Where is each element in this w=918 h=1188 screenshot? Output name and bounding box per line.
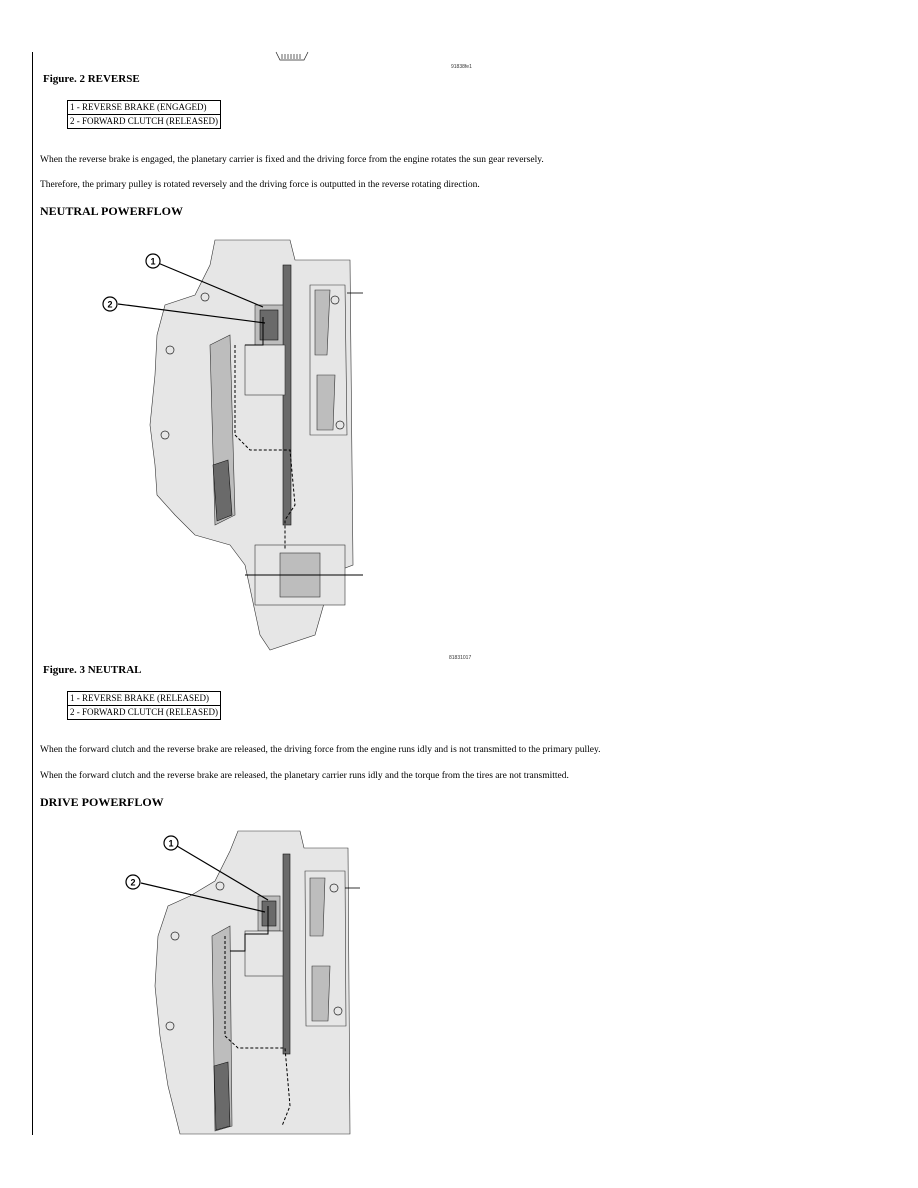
neutral-paragraph-1: When the forward clutch and the reverse … xyxy=(40,745,601,755)
figure2-legend-item-1: 1 - REVERSE BRAKE (ENGAGED) xyxy=(67,100,221,115)
neutral-callout-2: 2 xyxy=(107,300,112,310)
neutral-heading: NEUTRAL POWERFLOW xyxy=(40,204,184,218)
neutral-callout-1: 1 xyxy=(150,257,155,267)
drive-heading: DRIVE POWERFLOW xyxy=(40,795,164,809)
drive-powerflow-diagram: 1 2 xyxy=(125,830,360,1135)
drive-callout-2: 2 xyxy=(130,878,135,888)
reverse-paragraph-2: Therefore, the primary pulley is rotated… xyxy=(40,180,480,190)
neutral-image-code: 81831017 xyxy=(449,655,472,661)
neutral-powerflow-diagram: 1 2 xyxy=(102,239,363,651)
neutral-paragraph-2: When the forward clutch and the reverse … xyxy=(40,771,569,781)
figure2-image-code: 91838fe1 xyxy=(451,64,472,70)
neutral-figure-title: Figure. 3 NEUTRAL xyxy=(43,664,142,676)
drive-callout-1: 1 xyxy=(168,839,173,849)
figure2-legend-item-2: 2 - FORWARD CLUTCH (RELEASED) xyxy=(67,114,221,129)
neutral-legend-item-2: 2 - FORWARD CLUTCH (RELEASED) xyxy=(67,705,221,720)
figure2-image-fragment xyxy=(275,51,309,61)
neutral-legend: 1 - REVERSE BRAKE (RELEASED) 2 - FORWARD… xyxy=(67,691,221,720)
reverse-paragraph-1: When the reverse brake is engaged, the p… xyxy=(40,155,544,165)
figure2-title: Figure. 2 REVERSE xyxy=(43,73,140,85)
neutral-legend-item-1: 1 - REVERSE BRAKE (RELEASED) xyxy=(67,691,221,706)
figure2-legend: 1 - REVERSE BRAKE (ENGAGED) 2 - FORWARD … xyxy=(67,100,221,129)
page-left-rule xyxy=(32,52,33,1135)
